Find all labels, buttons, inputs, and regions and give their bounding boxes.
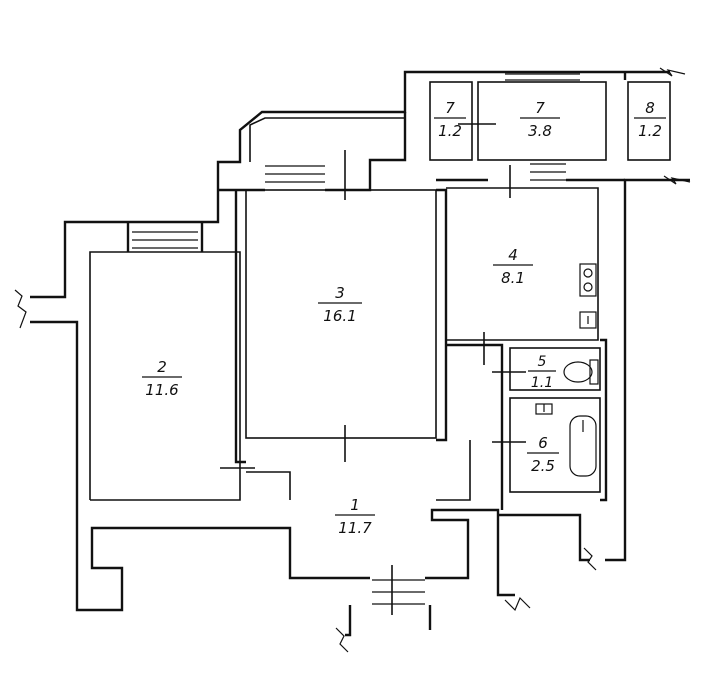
outer-walls [30,70,690,612]
room-label-7a: 7 1.2 [434,99,466,140]
svg-text:5: 5 [538,354,547,370]
svg-text:16.1: 16.1 [323,307,356,325]
room-label-3: 3 16.1 [318,284,362,325]
kitchen-stove-icon [579,263,597,297]
door-marks [220,123,526,615]
svg-text:1.1: 1.1 [531,375,553,391]
room-label-5: 5 1.1 [528,354,556,391]
svg-text:6: 6 [538,434,548,452]
interior-walls [89,73,671,637]
svg-text:11.6: 11.6 [145,381,178,399]
svg-text:4: 4 [508,246,518,264]
room-label-1: 1 11.7 [335,496,375,537]
svg-text:3.8: 3.8 [528,122,552,140]
toilet-icon [563,359,599,385]
svg-text:2.5: 2.5 [531,457,555,475]
svg-text:7: 7 [445,99,455,117]
svg-text:1: 1 [350,496,360,514]
svg-text:7: 7 [535,99,545,117]
svg-text:3: 3 [335,284,345,302]
kitchen-sink-icon [579,311,597,329]
svg-text:2: 2 [157,358,167,376]
sink-icon [535,403,553,415]
break-symbols [14,67,691,653]
svg-text:1.2: 1.2 [438,122,462,140]
room-label-6: 6 2.5 [527,434,559,475]
room-label-7b: 7 3.8 [520,99,560,140]
bathtub-icon [569,415,597,477]
svg-text:8.1: 8.1 [501,269,525,287]
room-label-4: 4 8.1 [493,246,533,287]
svg-text:1.2: 1.2 [638,122,662,140]
svg-text:11.7: 11.7 [338,519,372,537]
room-label-2: 2 11.6 [142,358,182,399]
svg-text:8: 8 [645,99,655,117]
room-label-8: 8 1.2 [634,99,666,140]
